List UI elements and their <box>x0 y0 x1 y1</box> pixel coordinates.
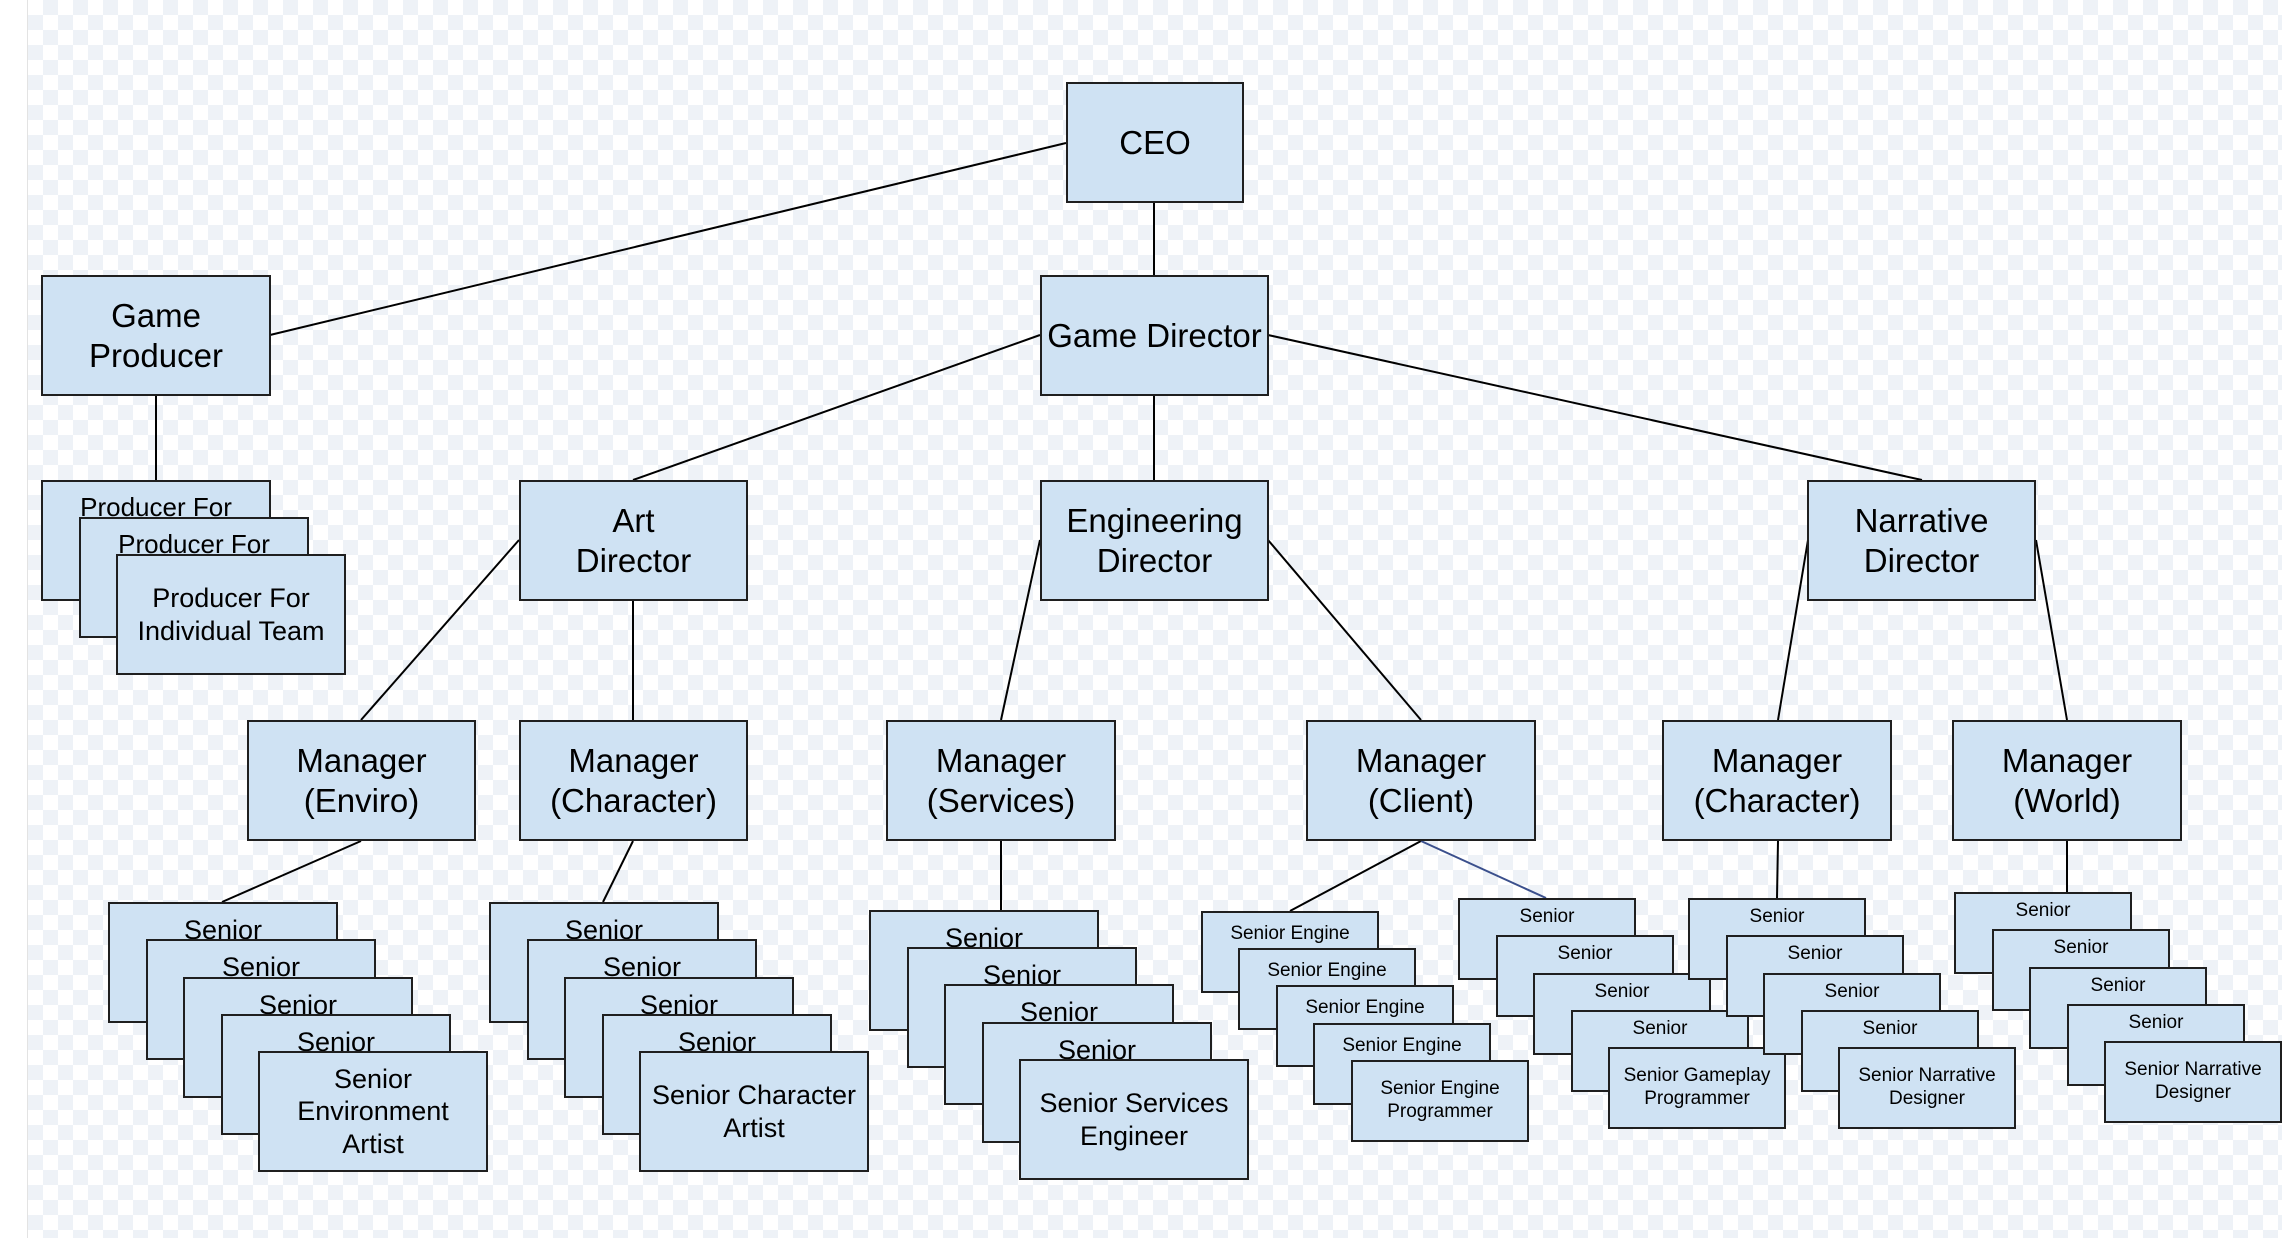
node-label: Manager (Client) <box>1355 741 1487 819</box>
node-label: Manager (Enviro) <box>296 741 427 819</box>
node-game-producer[interactable]: Game Producer <box>41 275 271 396</box>
node-engineering-director[interactable]: Engineering Director <box>1040 480 1269 601</box>
node-senior-gameplay-programmer[interactable]: Senior Gameplay Programmer <box>1608 1047 1786 1129</box>
node-manager-world[interactable]: Manager (World) <box>1952 720 2182 841</box>
node-label: Senior <box>2015 900 2071 921</box>
node-manager-services[interactable]: Manager (Services) <box>886 720 1116 841</box>
connector-gd-narrative-director <box>1267 334 1923 481</box>
node-label: Senior <box>1632 1018 1688 1039</box>
connector-eng-manager-services <box>1000 539 1041 721</box>
node-label: Senior <box>1594 981 1650 1002</box>
node-label: Engineering Director <box>1066 501 1243 579</box>
node-label: Senior <box>1787 943 1843 964</box>
node-label: Senior <box>1557 943 1613 964</box>
node-label: Senior Engine <box>1342 1035 1462 1056</box>
node-label: Game Director <box>1047 316 1262 354</box>
node-manager-client[interactable]: Manager (Client) <box>1306 720 1536 841</box>
node-label: Senior Character Artist <box>651 1080 857 1143</box>
connector-client-gameplay <box>1420 840 1547 899</box>
node-senior-narr-world-back-2[interactable]: Senior <box>1992 929 2170 1011</box>
node-label: Manager (Services) <box>926 741 1076 819</box>
node-manager-enviro[interactable]: Manager (Enviro) <box>247 720 476 841</box>
connector-ceo-game-producer <box>269 142 1067 336</box>
connector-client-engine <box>1289 840 1422 912</box>
node-senior-narrative-designer-world[interactable]: Senior Narrative Designer <box>2104 1041 2282 1123</box>
node-label: CEO <box>1119 123 1191 161</box>
node-label: Senior <box>2128 1012 2184 1033</box>
node-label: Senior <box>2053 937 2109 958</box>
connector-character-seniors <box>602 840 634 903</box>
node-manager-character-narrative[interactable]: Manager (Character) <box>1662 720 1892 841</box>
connector-gd-art-director <box>632 334 1041 481</box>
node-label: Senior <box>1824 981 1880 1002</box>
node-label: Senior Engine Programmer <box>1380 1078 1500 1122</box>
node-label: Senior Gameplay Programmer <box>1623 1065 1771 1109</box>
node-label: Narrative Director <box>1854 501 1989 579</box>
node-label: Senior Environment Artist <box>297 1063 449 1159</box>
node-manager-character-art[interactable]: Manager (Character) <box>519 720 748 841</box>
node-senior-narrative-designer-character[interactable]: Senior Narrative Designer <box>1838 1047 2016 1129</box>
node-label: Producer For Individual Team <box>137 583 325 646</box>
node-label: Senior Narrative Designer <box>1858 1065 1996 1109</box>
connector-eng-manager-client <box>1267 539 1422 721</box>
node-game-director[interactable]: Game Director <box>1040 275 1269 396</box>
connector-art-manager-enviro <box>360 539 520 721</box>
connector-narr-manager-character <box>1777 539 1809 721</box>
node-label: Senior <box>2090 975 2146 996</box>
node-label: Manager (Character) <box>550 741 717 819</box>
node-label: Senior Narrative Designer <box>2124 1059 2262 1103</box>
node-label: Senior <box>1749 906 1805 927</box>
node-senior-environment-artist[interactable]: Senior Environment Artist <box>258 1051 488 1172</box>
node-label: Game Producer <box>89 296 223 374</box>
node-art-director[interactable]: Art Director <box>519 480 748 601</box>
node-label: Senior <box>1862 1018 1918 1039</box>
node-label: Senior Engine <box>1305 997 1425 1018</box>
node-label: Senior <box>1519 906 1575 927</box>
node-senior-services-engineer[interactable]: Senior Services Engineer <box>1019 1059 1249 1180</box>
node-producer-individual-team[interactable]: Producer For Individual Team <box>116 554 346 675</box>
node-label: Senior Engine <box>1230 923 1350 944</box>
node-label: Manager (Character) <box>1693 741 1861 819</box>
connector-narr-character-seniors <box>1776 840 1779 899</box>
node-label: Manager (World) <box>2001 741 2133 819</box>
node-label: Senior Engine <box>1267 960 1387 981</box>
node-narrative-director[interactable]: Narrative Director <box>1807 480 2036 601</box>
node-label: Senior Services Engineer <box>1039 1088 1229 1151</box>
node-label: Art Director <box>575 501 692 579</box>
connector-narr-manager-world <box>2035 539 2068 721</box>
node-ceo[interactable]: CEO <box>1066 82 1244 203</box>
node-senior-engine-programmer[interactable]: Senior Engine Programmer <box>1351 1060 1529 1142</box>
connector-enviro-seniors <box>221 840 362 903</box>
node-senior-character-artist[interactable]: Senior Character Artist <box>639 1051 869 1172</box>
left-margin <box>0 0 28 1238</box>
